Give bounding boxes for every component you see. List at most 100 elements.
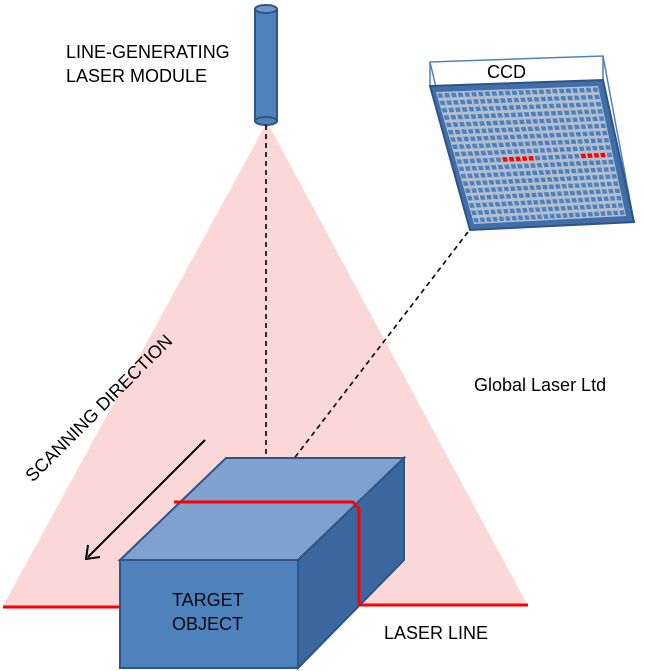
ccd-pixel — [493, 150, 500, 155]
ccd-pixel — [491, 91, 498, 96]
ccd-pixel — [509, 186, 516, 191]
ccd-pixel — [506, 149, 513, 155]
ccd-pixel — [587, 94, 594, 100]
ccd-pixel — [526, 200, 533, 205]
ccd-pixel — [533, 199, 539, 205]
ccd-pixel — [466, 195, 473, 201]
ccd-pixel — [547, 96, 553, 102]
ccd-pixel — [467, 129, 474, 134]
ccd-view-dashed — [265, 231, 469, 496]
ccd-pixel — [585, 87, 592, 93]
ccd-pixel — [545, 199, 552, 204]
ccd-pixel — [581, 212, 587, 217]
ccd-pixel — [565, 88, 572, 94]
ccd-pixel — [535, 185, 542, 190]
ccd-pixel — [557, 110, 563, 116]
ccd-pixel — [483, 113, 490, 119]
ccd-pixel — [501, 201, 507, 207]
ccd-pixel — [536, 214, 543, 220]
ccd-pixel — [522, 134, 529, 139]
ccd-pixel — [570, 168, 577, 174]
ccd-pixel — [585, 175, 592, 180]
ccd-pixel-grid — [437, 87, 625, 223]
ccd-pixel — [474, 128, 481, 134]
ccd-pixel — [600, 211, 606, 216]
ccd-pixel — [549, 133, 555, 138]
ccd-pixel — [478, 165, 484, 171]
ccd-pixel — [595, 189, 601, 195]
ccd-pixel — [592, 175, 598, 180]
ccd-pixel — [471, 165, 478, 171]
ccd-pixel — [467, 173, 473, 179]
ccd-pixel — [502, 135, 509, 140]
ccd-pixel — [560, 205, 566, 211]
ccd-hit-pixel — [508, 156, 515, 162]
ccd-pixel — [479, 121, 485, 126]
ccd-pixel — [469, 180, 475, 186]
ccd-pixel — [452, 100, 459, 105]
ccd-pixel — [566, 205, 573, 211]
ccd-pixel — [598, 145, 605, 151]
ccd-pixel — [598, 204, 605, 209]
ccd-pixel — [464, 188, 471, 194]
ccd-pixel — [606, 210, 613, 216]
ccd-pixel — [465, 166, 471, 171]
ccd-pixel — [570, 139, 577, 145]
ccd-pixel — [529, 185, 535, 191]
ccd-pixel — [600, 182, 606, 187]
ccd-pixel — [597, 138, 603, 143]
ccd-pixel — [562, 161, 569, 167]
ccd-pixel — [518, 90, 525, 95]
ccd-pixel — [476, 136, 483, 141]
ccd-pixel — [456, 159, 463, 164]
ccd-pixel — [464, 92, 471, 97]
ccd-pixel — [524, 193, 531, 198]
ccd-pixel — [533, 148, 539, 154]
ccd-pixel — [493, 172, 499, 177]
ccd-pixel — [547, 155, 554, 160]
ccd-pixel — [568, 132, 575, 137]
ccd-pixel — [546, 147, 552, 153]
ccd-pixel — [481, 202, 488, 208]
laser-module-label-line1: LINE-GENERATING — [66, 42, 230, 62]
ccd-pixel — [450, 137, 456, 142]
ccd-pixel — [471, 143, 478, 149]
ccd-pixel — [507, 127, 514, 133]
ccd-pixel — [488, 106, 495, 111]
ccd-pixel — [549, 213, 556, 219]
ccd-pixel — [475, 106, 482, 112]
ccd-label: CCD — [487, 62, 526, 82]
ccd-pixel — [560, 125, 567, 130]
ccd-pixel — [527, 178, 534, 183]
ccd-pixel — [477, 210, 484, 215]
laser-module-label-line2: LASER MODULE — [66, 66, 208, 86]
ccd-pixel — [509, 134, 516, 140]
ccd-pixel — [582, 131, 588, 137]
ccd-pixel — [556, 191, 563, 197]
ccd-pixel — [609, 166, 616, 172]
ccd-pixel — [550, 191, 556, 197]
ccd-pixel — [507, 201, 514, 206]
ccd-pixel — [515, 105, 522, 110]
ccd-pixel — [557, 169, 564, 174]
ccd-pixel — [537, 111, 543, 117]
ccd-hit-pixel — [593, 153, 600, 158]
ccd-pixel — [471, 188, 478, 193]
ccd-pixel — [495, 105, 502, 111]
ccd-pixel — [498, 216, 505, 222]
ccd-pixel — [503, 186, 510, 192]
ccd-pixel — [619, 210, 625, 215]
ccd-pixel — [537, 192, 544, 197]
ccd-pixel — [552, 118, 558, 123]
ccd-pixel — [562, 213, 568, 218]
ccd-pixel — [501, 105, 508, 111]
ccd-pixel — [519, 171, 525, 176]
ccd-pixel — [603, 138, 610, 143]
ccd-pixel — [577, 139, 583, 144]
ccd-pixel — [495, 157, 502, 163]
ccd-pixel — [549, 162, 556, 167]
ccd-pixel — [562, 132, 569, 138]
ccd-pixel — [454, 151, 461, 157]
ccd-pixel — [598, 174, 605, 180]
